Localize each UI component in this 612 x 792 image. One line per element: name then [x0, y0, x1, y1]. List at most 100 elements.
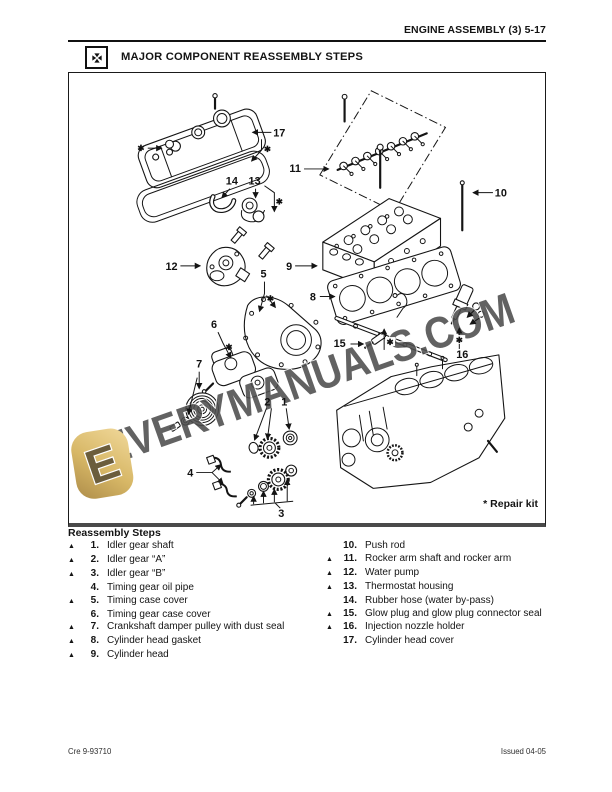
oil-pipe-parts	[206, 454, 237, 498]
list-item: ▲16.Injection nozzle holder	[326, 621, 546, 635]
item-number: 4.	[90, 581, 99, 593]
callout-13: 13	[249, 176, 261, 188]
reassembly-heading: Reassembly Steps	[68, 527, 161, 539]
item-number: 2.	[90, 553, 99, 565]
list-item: 4. Timing gear oil pipe	[68, 582, 320, 595]
reassembly-right-column: 10. Push rod ▲11.Rocker arm shaft and roc…	[326, 540, 546, 648]
water-pump-part	[206, 246, 251, 287]
item-label: Idler gear “B”	[107, 567, 166, 579]
item-number: 3.	[90, 567, 99, 579]
repair-kit-star: ✱	[267, 293, 274, 303]
repair-kit-star: ✱	[137, 143, 144, 153]
callout-3: 3	[278, 508, 284, 520]
list-item: 14.Rubber hose (water by-pass)	[326, 595, 546, 608]
item-number: 5.	[90, 594, 99, 606]
brand-logo: E	[71, 428, 134, 499]
list-item: ▲9.Cylinder head	[68, 649, 320, 663]
crankshaft-pulley-part	[169, 392, 220, 432]
cylinder-head-cover-part	[137, 93, 266, 189]
item-marker: ▲	[326, 555, 333, 563]
section-title: MAJOR COMPONENT REASSEMBLY STEPS	[121, 51, 363, 63]
header-rule	[68, 40, 546, 43]
callout-8: 8	[310, 291, 316, 303]
item-marker: ▲	[326, 624, 333, 632]
compress-arrows-glyph	[91, 52, 102, 63]
item-label: Rubber hose (water by-pass)	[365, 594, 494, 606]
repair-kit-star: ✱	[264, 144, 271, 154]
timing-case-cover-part	[243, 296, 322, 370]
item-label: Cylinder head	[107, 649, 169, 661]
item-number: 9.	[90, 649, 99, 661]
item-marker: ▲	[68, 570, 75, 578]
callout-9: 9	[286, 261, 292, 273]
list-item: ▲ 5. Timing case cover	[68, 595, 320, 609]
timing-gear-case-cover-part	[201, 347, 279, 399]
list-item: ▲11.Rocker arm shaft and rocker arm	[326, 553, 546, 567]
footer-document-code: Cre 9-93710	[68, 747, 112, 756]
list-item: ▲12.Water pump	[326, 567, 546, 581]
item-label: Push rod	[365, 540, 406, 551]
repair-kit-star: ✱	[387, 337, 394, 347]
push-rod-part	[459, 180, 465, 232]
item-number: 6.	[90, 608, 99, 620]
callout-1: 1	[281, 396, 287, 408]
callout-15: 15	[334, 338, 346, 350]
list-item: 17. Cylinder head cover	[326, 635, 546, 648]
item-label: Idler gear “A”	[107, 553, 166, 565]
star-halo	[385, 337, 396, 346]
list-item: 6.Timing gear case cover	[68, 609, 320, 622]
item-number: 12.	[343, 566, 357, 578]
item-label: Cylinder head cover	[365, 635, 454, 647]
item-label: Idler gear shaft	[107, 540, 174, 551]
star-halo	[454, 335, 466, 344]
repair-kit-star: ✱	[225, 342, 232, 352]
item-label: Thermostat housing	[365, 580, 454, 592]
head-cover-gasket-part	[136, 150, 270, 223]
callout-17: 17	[273, 127, 285, 139]
list-item: ▲ 7. Crankshaft damper pulley with dust se…	[68, 621, 320, 635]
repair-kit-nut	[165, 139, 175, 156]
item-label: Water pump	[365, 566, 420, 578]
item-number: 16.	[343, 621, 357, 633]
exploded-diagram-frame: EVERYMANUALS.COM E	[68, 72, 546, 527]
list-item: ▲1.Idler gear shaft	[68, 540, 320, 554]
item-label: Timing gear oil pipe	[107, 581, 194, 593]
callout-4: 4	[187, 468, 193, 480]
thermostat-housing-part	[230, 197, 275, 260]
repair-kit-star: ✱	[456, 335, 463, 345]
item-marker: ▲	[68, 597, 75, 605]
item-marker: ▲	[68, 624, 75, 632]
item-marker: ▲	[68, 556, 75, 564]
callout-14: 14	[226, 176, 238, 188]
item-number: 1.	[90, 540, 99, 551]
callout-12: 12	[165, 261, 177, 273]
list-item: ▲ 2. Idler gear “A”	[68, 554, 320, 568]
item-label: Cylinder head gasket	[107, 635, 201, 647]
item-number: 17.	[343, 635, 357, 647]
item-marker: ▲	[326, 583, 333, 591]
engine-block-part	[336, 354, 506, 489]
list-item: 10. Push rod	[326, 540, 546, 553]
item-number: 15.	[343, 607, 357, 619]
item-label: Crankshaft damper pulley with dust seal	[107, 621, 285, 633]
repair-kit-star: ✱	[276, 197, 283, 207]
item-marker: ▲	[68, 638, 75, 646]
idler-gear-parts	[248, 430, 298, 459]
item-number: 7.	[90, 621, 99, 633]
list-item: ▲13.Thermostat housing	[326, 581, 546, 595]
callout-10: 10	[495, 188, 507, 200]
callout-6: 6	[211, 319, 217, 331]
reassembly-left-column: ▲ 1. Idler gear shaft ▲ 2. Idler gear “A” ▲ 3…	[68, 540, 320, 663]
callout-11: 11	[289, 163, 300, 175]
callout-2: 2	[264, 396, 270, 408]
item-label: Timing case cover	[107, 594, 188, 606]
item-number: 10.	[343, 540, 357, 551]
compress-arrows-icon	[85, 46, 108, 69]
injection-nozzle-part	[450, 284, 485, 325]
callout-5: 5	[260, 269, 266, 281]
callout-7: 7	[196, 359, 202, 371]
callout-16: 16	[456, 349, 468, 361]
cylinder-head-gasket-part	[327, 246, 461, 326]
list-item: ▲8.Cylinder head gasket	[68, 635, 320, 649]
